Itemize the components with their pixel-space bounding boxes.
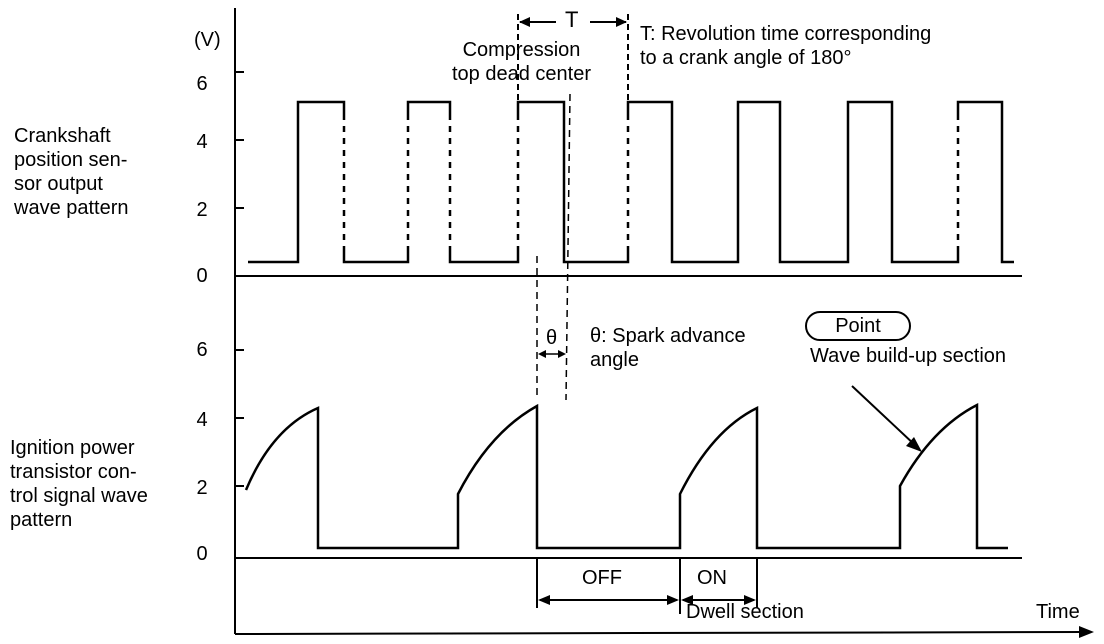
dwell-label: Dwell section — [686, 601, 804, 623]
point-leader-arrowhead — [906, 437, 922, 452]
sensor-edge-dashes — [342, 120, 960, 250]
time-axis — [234, 631, 1085, 635]
units-label: (V) — [194, 29, 221, 51]
period-arrowhead-right — [616, 17, 627, 27]
period-note: T: Revolution time corresponding to a cr… — [640, 23, 932, 69]
point-leader-line — [851, 385, 917, 447]
period-arrowhead-left — [519, 17, 530, 27]
theta-marker: θ — [546, 327, 558, 349]
top-tick-label-6: 6 — [196, 73, 208, 95]
theta-arrowhead-right — [558, 350, 566, 358]
tdc-guide-line — [565, 93, 571, 401]
bottom-chart-ylabel: Ignition power transistor con- trol sign… — [10, 437, 148, 531]
off-arrowhead-left — [538, 595, 550, 605]
point-badge: Point — [805, 311, 911, 341]
on-arrowhead-left — [681, 595, 693, 605]
off-arrowhead-right — [667, 595, 679, 605]
top-tick-label-0: 0 — [196, 265, 208, 287]
on-label: ON — [697, 567, 727, 589]
bottom-tick-label-0: 0 — [196, 543, 208, 565]
bottom-tick-label-6: 6 — [196, 339, 208, 361]
top-chart-ylabel: Crankshaft position sen- sor output wave… — [14, 125, 129, 219]
period-marker: T — [565, 7, 579, 32]
bottom-tick-label-4: 4 — [196, 409, 208, 431]
on-arrowhead-right — [744, 595, 756, 605]
ignition-signal-wave — [244, 402, 1008, 550]
tdc-label: Compression top dead center — [452, 39, 591, 85]
theta-note: θ: Spark advance angle — [590, 325, 746, 371]
bottom-tick-label-2: 2 — [196, 477, 208, 499]
time-axis-arrowhead — [1079, 626, 1094, 638]
crankshaft-square-wave — [248, 100, 1014, 264]
top-tick-label-2: 2 — [196, 199, 208, 221]
off-label: OFF — [582, 567, 622, 589]
theta-arrowhead-left — [538, 350, 546, 358]
point-note: Wave build-up section — [810, 345, 1007, 367]
time-label: Time — [1036, 601, 1080, 623]
top-tick-label-4: 4 — [196, 131, 208, 153]
